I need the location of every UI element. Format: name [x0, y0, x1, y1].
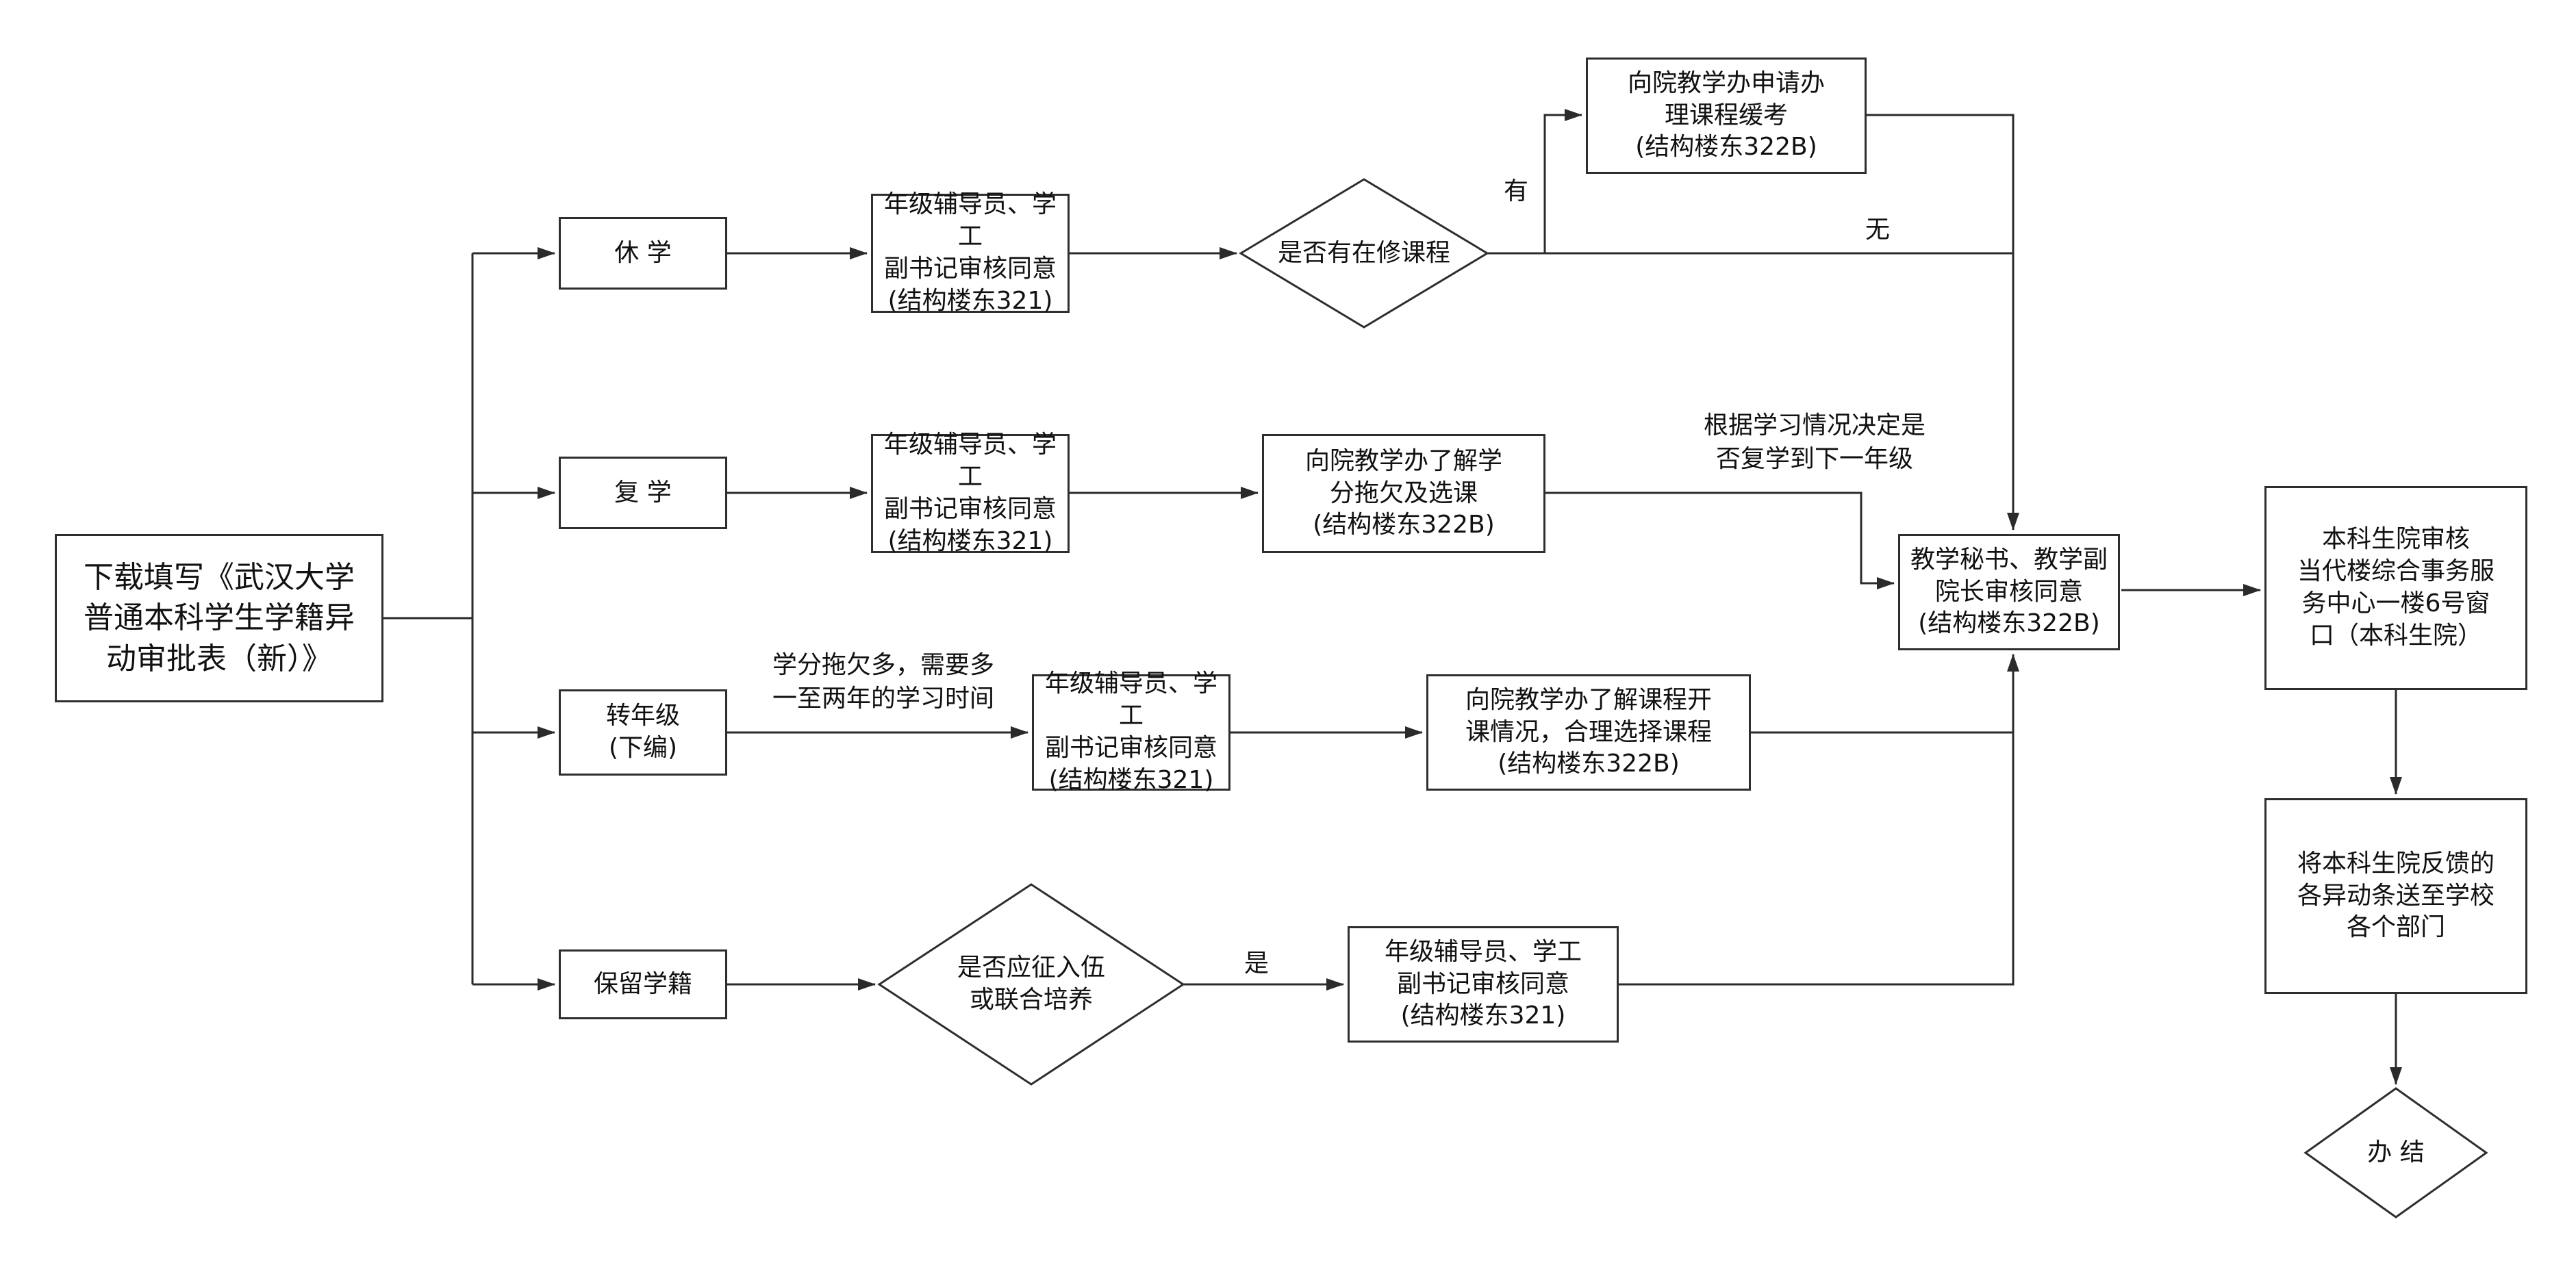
baoliu-review-node: 年级辅导员、学工 副书记审核同意 (结构楼东321): [1348, 926, 1619, 1043]
fuxue-review-node: 年级辅导员、学工 副书记审核同意 (结构楼东321): [871, 431, 1070, 555]
mishu-node: 教学秘书、教学副 院长审核同意 (结构楼东322B): [1898, 534, 2120, 650]
option-fuxue-node: 复 学: [559, 457, 727, 529]
start-node: 下载填写《武汉大学 普通本科学生学籍异 动审批表（新）》: [55, 534, 383, 702]
xiuxue-review-node: 年级辅导员、学工 副书记审核同意 (结构楼东321): [871, 190, 1070, 315]
fuxue-jiaowu-node: 向院教学办了解学 分拖欠及选课 (结构楼东322B): [1262, 434, 1545, 553]
zhuan-review-node: 年级辅导员、学工 副书记审核同意 (结构楼东321): [1032, 669, 1230, 794]
decision-army-label: 是否应征入伍 或联合培养: [957, 954, 1105, 1014]
edge-label-zhuan-note: 学分拖欠多，需要多 一至两年的学习时间: [772, 651, 994, 713]
huankao-node: 向院教学办申请办 理课程缓考 (结构楼东322B): [1586, 58, 1867, 174]
fankui-node: 将本科生院反馈的 各异动条送至学校 各个部门: [2264, 798, 2527, 994]
option-baoliu-node: 保留学籍: [559, 949, 727, 1019]
edge-jiaowu-to-mishu: [1545, 492, 1895, 589]
edge-review-to-mishu-bottom: [1619, 654, 2019, 986]
option-xiuxue-node: 休 学: [559, 217, 727, 290]
decision-army-diamond: [877, 883, 1185, 1086]
zhuan-jiaowu-node: 向院教学办了解课程开 课情况，合理选择课程 (结构楼东322B): [1426, 674, 1751, 791]
decision-courses-diamond: [1239, 178, 1489, 329]
edge-label-no-course: 无: [1865, 216, 1890, 244]
benkeyuan-node: 本科生院审核 当代楼综合事务服 务中心一楼6号窗 口（本科生院）: [2264, 486, 2527, 690]
edge-huankao-to-trunk: [1867, 114, 2015, 253]
edge-label-has-course: 有: [1503, 177, 1528, 205]
decision-courses-label: 是否有在修课程: [1277, 238, 1450, 267]
option-zhuannianji-node: 转年级 (下编): [559, 689, 727, 776]
edge-has-course-to-huankao: [1543, 109, 1582, 253]
decision-done-label: 办 结: [2367, 1138, 2425, 1166]
edge-label-fuxue-note: 根据学习情况决定是 否复学到下一年级: [1703, 411, 1925, 473]
decision-done-diamond: [2303, 1087, 2488, 1218]
edge-label-yes: 是: [1243, 949, 1269, 978]
edge-no-course-to-mishu: [1487, 252, 2019, 531]
